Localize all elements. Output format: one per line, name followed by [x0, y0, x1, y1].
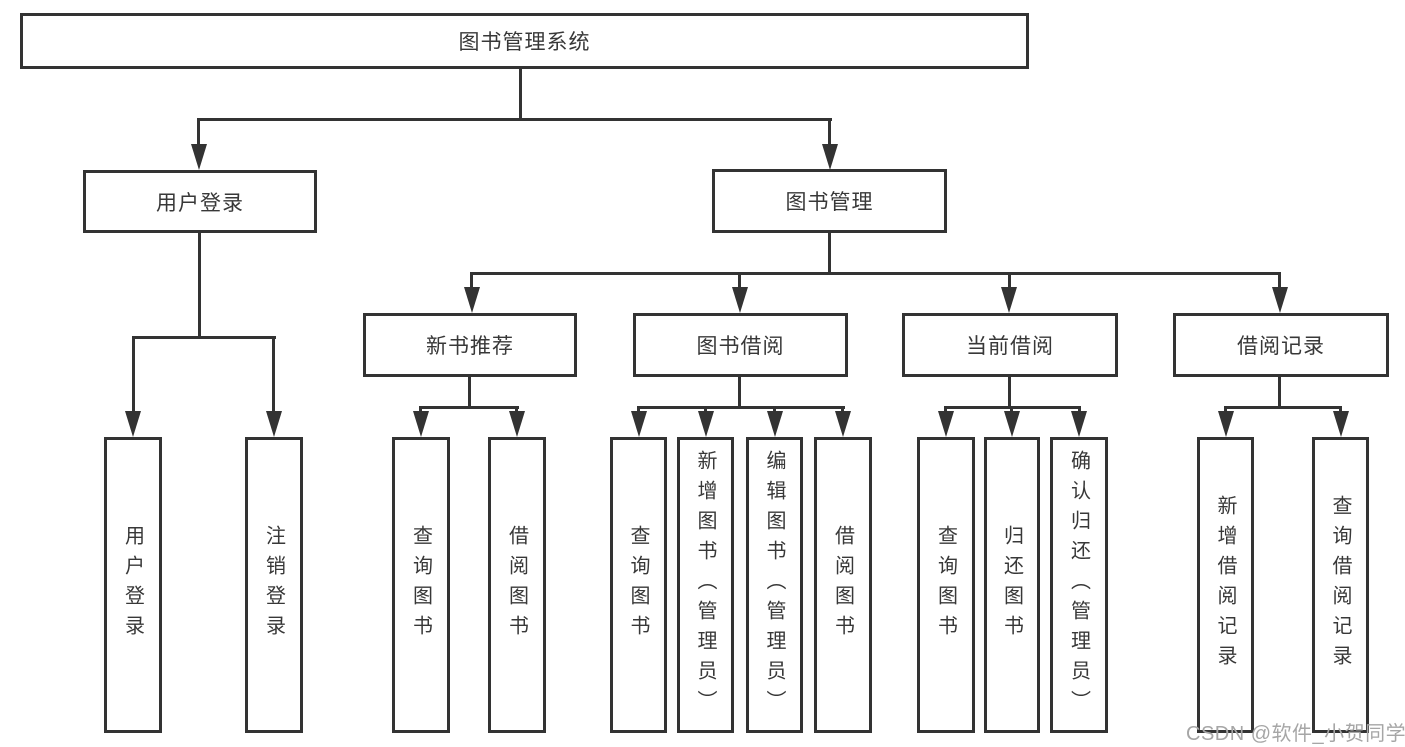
node-user-login: 用户登录	[83, 170, 317, 233]
connector-line-horizontal	[419, 406, 519, 409]
node-current-borrow: 当前借阅	[902, 313, 1118, 377]
connector-line-horizontal	[198, 118, 832, 121]
connector-line-horizontal	[132, 336, 276, 339]
connector-line-vertical	[1078, 406, 1081, 414]
leaf-confirm-return-admin: 确认归还（管理员）	[1050, 437, 1108, 733]
arrowhead-down	[464, 287, 480, 313]
arrowhead-down	[1071, 411, 1087, 437]
connector-line-vertical	[519, 69, 522, 120]
leaf-return-book: 归还图书	[984, 437, 1040, 733]
leaf-query-books-3: 查询图书	[917, 437, 975, 733]
connector-line-vertical	[468, 377, 471, 408]
arrowhead-down	[509, 411, 525, 437]
arrowhead-down	[835, 411, 851, 437]
connector-line-vertical	[1010, 406, 1013, 414]
leaf-query-books-2: 查询图书	[610, 437, 667, 733]
connector-line-vertical	[515, 406, 518, 414]
arrowhead-down	[1272, 287, 1288, 313]
connector-line-vertical	[1224, 406, 1227, 414]
connector-line-vertical	[1008, 377, 1011, 408]
arrowhead-down	[1001, 287, 1017, 313]
connector-line-vertical	[828, 118, 831, 148]
leaf-add-book-admin: 新增图书（管理员）	[677, 437, 734, 733]
connector-line-vertical	[828, 232, 831, 274]
arrowhead-down	[938, 411, 954, 437]
connector-line-horizontal	[637, 406, 845, 409]
connector-line-vertical	[704, 406, 707, 414]
connector-line-vertical	[944, 406, 947, 414]
connector-line-horizontal	[1224, 406, 1342, 409]
arrowhead-down	[413, 411, 429, 437]
arrowhead-down	[767, 411, 783, 437]
connector-line-vertical	[198, 233, 201, 338]
connector-line-vertical	[419, 406, 422, 414]
arrowhead-down	[631, 411, 647, 437]
connector-line-vertical	[132, 336, 135, 414]
arrowhead-down	[125, 411, 141, 437]
leaf-query-borrow-record: 查询借阅记录	[1312, 437, 1369, 733]
connector-line-vertical	[1008, 272, 1011, 290]
node-new-book-recommend: 新书推荐	[363, 313, 577, 377]
node-book-borrow: 图书借阅	[633, 313, 848, 377]
arrowhead-down	[698, 411, 714, 437]
leaf-user-login: 用户登录	[104, 437, 162, 733]
connector-line-vertical	[1278, 377, 1281, 408]
leaf-borrow-books-2: 借阅图书	[814, 437, 872, 733]
node-book-management: 图书管理	[712, 169, 947, 233]
connector-line-horizontal	[470, 272, 1281, 275]
connector-line-vertical	[841, 406, 844, 414]
leaf-borrow-books-1: 借阅图书	[488, 437, 546, 733]
arrowhead-down	[191, 144, 207, 170]
connector-line-vertical	[197, 118, 200, 148]
connector-line-vertical	[738, 377, 741, 408]
arrowhead-down	[1218, 411, 1234, 437]
connector-line-vertical	[470, 272, 473, 290]
arrowhead-down	[732, 287, 748, 313]
connector-line-vertical	[773, 406, 776, 414]
node-borrow-records: 借阅记录	[1173, 313, 1389, 377]
connector-line-vertical	[738, 272, 741, 290]
connector-line-vertical	[1339, 406, 1342, 414]
arrowhead-down	[266, 411, 282, 437]
arrowhead-down	[1004, 411, 1020, 437]
connector-line-vertical	[272, 336, 275, 414]
arrowhead-down	[822, 144, 838, 170]
arrowhead-down	[1333, 411, 1349, 437]
connector-line-vertical	[637, 406, 640, 414]
leaf-logout: 注销登录	[245, 437, 303, 733]
leaf-add-borrow-record: 新增借阅记录	[1197, 437, 1254, 733]
leaf-query-books-1: 查询图书	[392, 437, 450, 733]
leaf-edit-book-admin: 编辑图书（管理员）	[746, 437, 803, 733]
connector-line-vertical	[1278, 272, 1281, 290]
node-root: 图书管理系统	[20, 13, 1029, 69]
csdn-watermark: CSDN @软件_小贺同学	[1186, 723, 1405, 745]
